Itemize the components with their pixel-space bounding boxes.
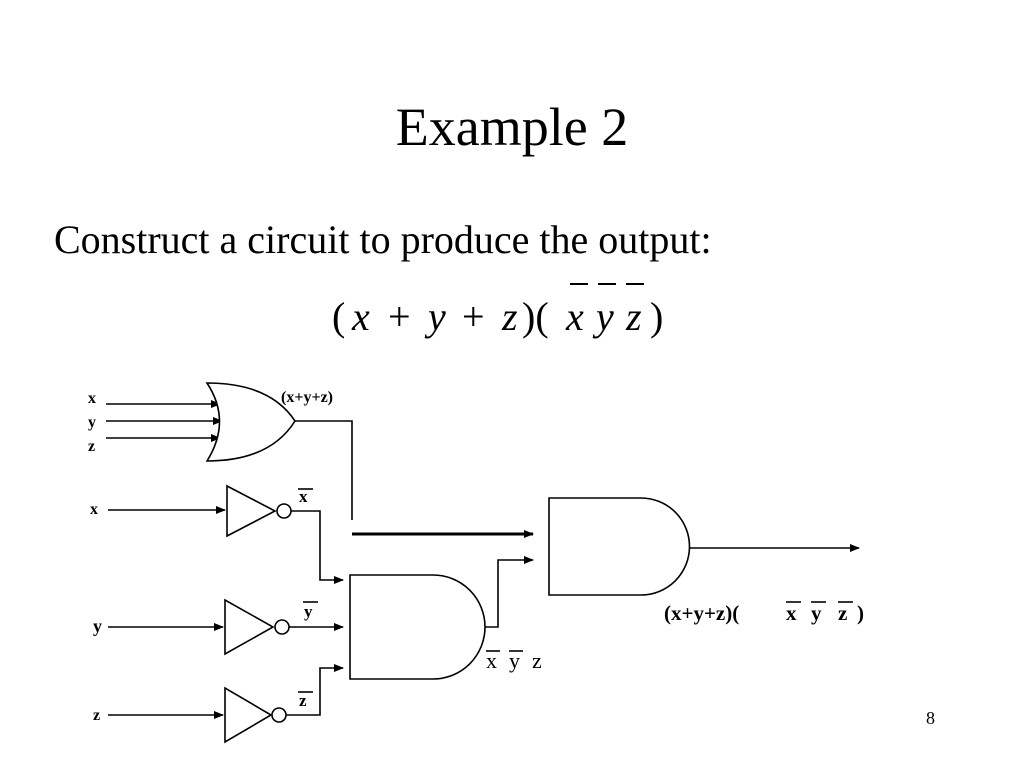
label-not-input-z: z — [93, 707, 100, 724]
label-and1-out-y: y — [509, 648, 520, 673]
not-gate-y — [224, 598, 275, 656]
label-final-prefix: (x+y+z)( — [664, 601, 739, 625]
formula-paren-close-open: )( — [522, 294, 549, 339]
not-gate-z — [224, 686, 273, 744]
label-final-x: x — [786, 601, 797, 625]
not-gate-x-bubble — [276, 503, 292, 519]
formula-var-z: z — [501, 294, 518, 339]
label-not-input-x: x — [90, 501, 98, 518]
label-not-x-out: x — [299, 487, 308, 506]
label-not-z-out: z — [299, 691, 307, 710]
label-or-output: (x+y+z) — [281, 389, 333, 406]
formula-paren-close: ) — [650, 294, 663, 339]
label-input-y: y — [88, 414, 96, 431]
wire-not-x-out — [291, 510, 344, 584]
instruction-text: Construct a circuit to produce the outpu… — [54, 217, 712, 262]
label-input-x: x — [88, 390, 96, 407]
formula-paren-open: ( — [332, 294, 345, 339]
wire-or-out — [295, 420, 353, 520]
not-gate-x — [226, 484, 277, 538]
label-final-suffix: ) — [857, 601, 864, 625]
label-input-z: z — [88, 438, 95, 455]
or-gate — [205, 382, 296, 462]
slide-title: Example 2 — [395, 97, 629, 157]
wire-and1-out — [485, 556, 534, 628]
and-gate-1 — [349, 574, 486, 680]
label-and1-out-x: x — [486, 648, 497, 673]
formula-var-z-bar: z — [625, 294, 642, 339]
formula-plus-2: + — [462, 294, 485, 339]
page-number: 8 — [926, 708, 935, 728]
not-gate-y-bubble — [274, 619, 290, 635]
formula-var-x-bar: x — [565, 294, 584, 339]
formula-plus-1: + — [388, 294, 411, 339]
formula-var-x: x — [351, 294, 370, 339]
wire-not-z-out — [286, 664, 344, 716]
and-gate-2 — [548, 497, 691, 596]
label-final-z: z — [838, 601, 847, 625]
label-not-input-y: y — [93, 616, 102, 636]
not-gate-z-bubble — [271, 707, 287, 723]
label-and1-out-z: z — [532, 648, 542, 673]
formula-var-y-bar: y — [592, 294, 614, 339]
label-not-y-out: y — [304, 602, 313, 621]
formula-var-y: y — [424, 294, 446, 339]
boolean-expression: ( x + y + z )( x y z ) — [332, 283, 663, 339]
label-final-y: y — [811, 601, 822, 625]
